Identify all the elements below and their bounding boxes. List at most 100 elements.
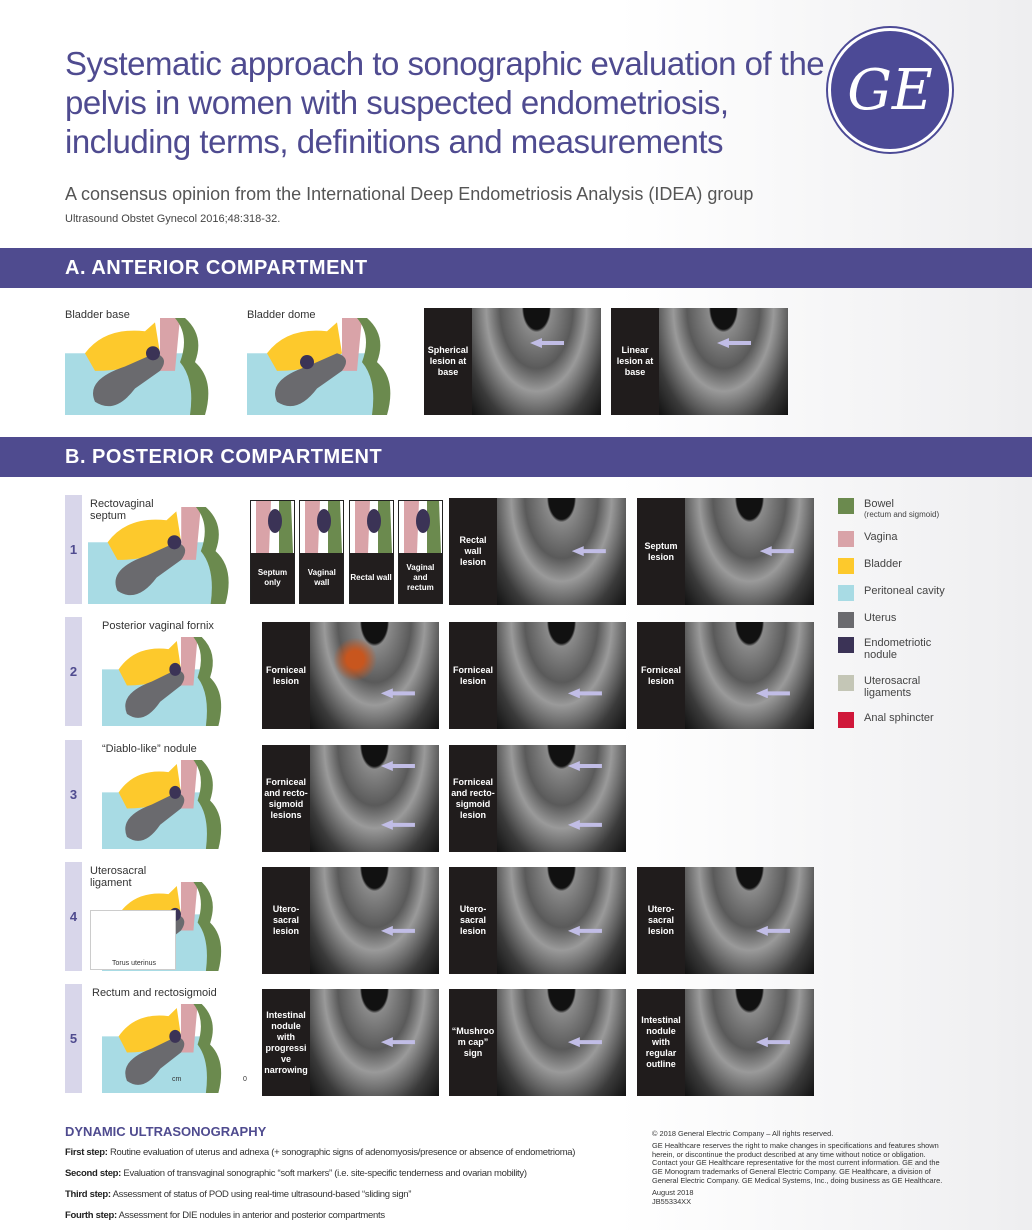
image-caption: Forniceal lesion: [265, 664, 306, 686]
posterior-ultrasound: Forniceal lesion: [637, 622, 814, 729]
arrow-icon: [530, 337, 565, 348]
legend-text: Peritoneal cavity: [864, 585, 954, 601]
inset-diagram: Torus uterinus: [90, 910, 176, 970]
step-label: Second step:: [65, 1168, 122, 1179]
row-diagram: [102, 1004, 235, 1093]
arrow-icon: [717, 337, 752, 348]
subpanel-diagram: [305, 501, 343, 553]
legend-swatch: [838, 612, 854, 628]
posterior-ultrasound: Utero-sacral lesion: [449, 867, 626, 974]
legend-label: Endometriotic nodule: [864, 637, 932, 661]
dynamic-step: Fourth step: Assessment for DIE nodules …: [65, 1210, 385, 1221]
image-caption: Linear lesion at base: [616, 345, 654, 377]
legend-item: Bladder: [838, 558, 954, 574]
posterior-ultrasound: Utero-sacral lesion: [637, 867, 814, 974]
legend-label: Uterosacral ligaments: [864, 675, 921, 699]
row-label: Posterior vaginal fornix: [102, 620, 214, 632]
dynamic-step: Second step: Evaluation of transvaginal …: [65, 1168, 527, 1179]
citation: Ultrasound Obstet Gynecol 2016;48:318-32…: [65, 213, 281, 225]
legend-label: Uterus: [864, 612, 897, 624]
legend-label: Peritoneal cavity: [864, 585, 945, 597]
ultrasound-image: [685, 989, 814, 1096]
legend-swatch: [838, 498, 854, 514]
image-caption: “Mushroom cap” sign: [451, 1026, 495, 1058]
posterior-ultrasound: “Mushroom cap” sign: [449, 989, 626, 1096]
legend-item: Endometriotic nodule: [838, 637, 954, 661]
ultrasound-image: [310, 867, 439, 974]
ultrasound-image: [497, 745, 626, 852]
subpanel-caption: Septum only: [251, 553, 294, 603]
image-caption: Rectal wall lesion: [459, 535, 487, 567]
row-diagram: [102, 637, 235, 726]
image-caption: Intestinal nodule with regular outline: [641, 1015, 681, 1069]
anatomy-diagram: [247, 318, 391, 415]
doc-code: JB55334XX: [652, 1196, 692, 1206]
legend-item: Uterosacral ligaments: [838, 675, 954, 699]
illustration-label: Bladder base: [65, 309, 130, 321]
legend-swatch: [838, 712, 854, 728]
legend-text: Endometriotic nodule: [864, 637, 954, 661]
image-caption: Utero-sacral lesion: [459, 904, 487, 936]
anatomy-diagram: [102, 637, 222, 726]
legend-text: Uterus: [864, 612, 954, 628]
step-text: Assessment of status of POD using real-t…: [110, 1189, 412, 1200]
arrow-icon: [380, 761, 415, 772]
legend-swatch: [838, 637, 854, 653]
legend-text: Uterosacral ligaments: [864, 675, 954, 699]
legend-item: Vagina: [838, 531, 954, 547]
arrow-icon: [567, 925, 602, 936]
row-number: 4: [65, 862, 82, 971]
legal-notice: © 2018 General Electric Company – All ri…: [652, 1129, 952, 1206]
ultrasound-image: [659, 308, 788, 415]
arrow-icon: [567, 761, 602, 772]
posterior-ultrasound: Intestinal nodule with regular outline: [637, 989, 814, 1096]
arrow-icon: [759, 546, 794, 557]
subpanel: Vaginal wall: [299, 500, 345, 604]
arrow-icon: [571, 546, 606, 557]
ultrasound-image: [497, 989, 626, 1096]
row-diagram: [102, 760, 235, 849]
subpanel-diagram: [256, 501, 293, 553]
image-caption: Forniceal and recto-sigmoid lesion: [451, 776, 495, 820]
subpanel: Vaginal and rectum: [397, 500, 443, 604]
image-caption: Forniceal lesion: [640, 664, 681, 686]
axis-label: 0: [243, 1076, 247, 1083]
row-label: Rectum and rectosigmoid: [92, 987, 217, 999]
arrow-icon: [380, 925, 415, 936]
ultrasound-image: [497, 498, 626, 605]
row-number: 5: [65, 984, 82, 1093]
anterior-diagram: [65, 318, 225, 415]
legend-label: Anal sphincter: [864, 712, 934, 724]
copyright: © 2018 General Electric Company – All ri…: [652, 1129, 834, 1138]
disclaimer: GE Healthcare reserves the right to make…: [652, 1140, 943, 1185]
legend-label: Bowel: [864, 498, 894, 510]
legend-item: Bowel(rectum and sigmoid): [838, 498, 954, 519]
legend-item: Peritoneal cavity: [838, 585, 954, 601]
ultrasound-image: [685, 622, 814, 729]
anterior-diagram: [247, 318, 407, 415]
anterior-ultrasound: Linear lesion at base: [611, 308, 788, 415]
dynamic-step: First step: Routine evaluation of uterus…: [65, 1147, 575, 1158]
dynamic-step: Third step: Assessment of status of POD …: [65, 1189, 411, 1200]
subpanel-diagram: [354, 501, 392, 553]
section-anterior-heading: A. ANTERIOR COMPARTMENT: [0, 248, 1032, 288]
step-label: First step:: [65, 1147, 108, 1158]
arrow-icon: [755, 688, 790, 699]
rectovaginal-diagram: [88, 507, 245, 604]
row-number: 3: [65, 740, 82, 849]
posterior-ultrasound: Septum lesion: [637, 498, 814, 605]
ultrasound-image: [497, 622, 626, 729]
legend-text: Anal sphincter: [864, 712, 954, 728]
arrow-icon: [567, 1037, 602, 1048]
step-text: Assessment for DIE nodules in anterior a…: [116, 1210, 385, 1221]
ultrasound-image: [310, 989, 439, 1096]
ultrasound-image: [685, 867, 814, 974]
section-posterior-heading: B. POSTERIOR COMPARTMENT: [0, 437, 1032, 477]
inset-caption: Torus uterinus: [112, 960, 156, 967]
legend-swatch: [838, 558, 854, 574]
subpanel: Rectal wall: [348, 500, 394, 604]
posterior-ultrasound: Rectal wall lesion: [449, 498, 626, 605]
legend-swatch: [838, 675, 854, 691]
illustration-label: Bladder dome: [247, 309, 316, 321]
row-label: Uterosacral ligament: [90, 865, 147, 889]
